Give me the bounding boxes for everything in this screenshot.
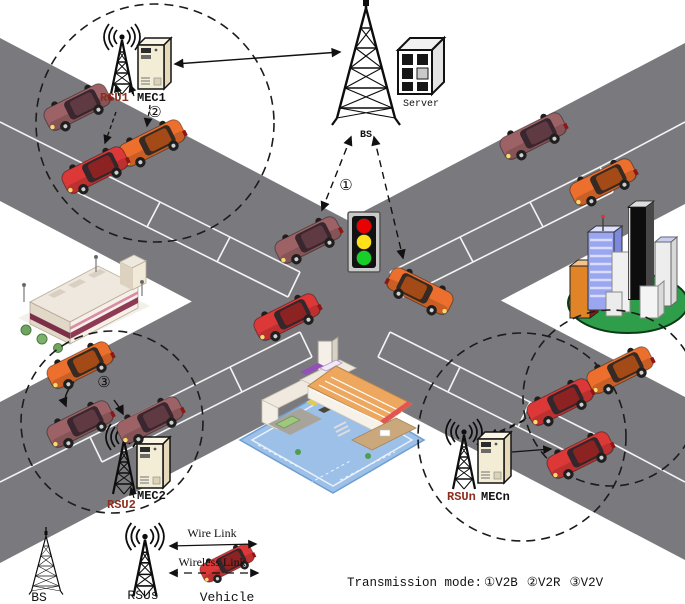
transmission-mode-label: Transmission mode: [347, 576, 482, 590]
wire-link-mec1-bs [173, 47, 342, 69]
traffic-light-yellow [356, 234, 372, 250]
house-blueprint [238, 336, 426, 494]
mec1-server-icon [137, 37, 172, 90]
transmission-mode-3: ③V2V [569, 576, 603, 590]
legend-wire-link-label: Wire Link [187, 526, 236, 540]
coverage-circle-rsu1 [35, 3, 275, 243]
wireless-link-rsu1-car-red [103, 111, 117, 145]
road-ne-sw [0, 43, 685, 563]
traffic-light [347, 211, 381, 273]
coverage-circle-rsu2 [20, 330, 204, 514]
label-arrow-mec2 [129, 486, 137, 499]
v2v-link-left-2 [113, 399, 124, 416]
mec2-label: MEC2 [137, 489, 166, 503]
mode1-badge: ① [339, 178, 352, 195]
mec1-label: MEC1 [137, 91, 166, 105]
traffic-light-red [356, 218, 372, 234]
mode3-badge: ③ [97, 375, 110, 392]
coverage-circle-rsun [417, 332, 627, 542]
legend-vehicle-label: Vehicle [200, 590, 255, 604]
city-buildings [567, 200, 685, 334]
server-icon [395, 35, 447, 97]
wireless-link-bs-vehicle-right [371, 135, 406, 260]
rsu1-label: RSU1 [100, 91, 129, 105]
traffic-light-green [356, 250, 372, 266]
legend-rsus-label: RSUs [127, 588, 158, 603]
road-intersection [0, 38, 685, 563]
mode2-badge: ② [148, 105, 161, 122]
legend-rsu-icon [124, 521, 166, 598]
rsun-antenna-icon [444, 417, 484, 491]
transmission-mode-note: Transmission mode:①V2B ②V2R ③V2V [347, 576, 604, 590]
rsun-label: RSUn [447, 490, 476, 504]
legend: BS RSUs Vehicle Wire Link Wireless Link [28, 521, 260, 604]
mecn-label: MECn [481, 490, 510, 504]
wire-link-mecn-car [511, 445, 553, 454]
transmission-mode-1: ①V2B [484, 576, 518, 590]
rsu2-label: RSU2 [107, 498, 136, 512]
wireless-link-bs-vehicle-left [320, 135, 353, 212]
bs-label: BS [360, 130, 372, 141]
legend-wire-link-arrow [168, 539, 258, 551]
mecn-server-icon [477, 431, 512, 484]
bs-tower-icon [330, 0, 402, 127]
server-label: Server [403, 99, 439, 110]
legend-bs-label: BS [31, 590, 47, 604]
legend-wireless-link-label: Wireless Link [178, 555, 245, 569]
rsu1-antenna-icon [102, 22, 142, 96]
mec2-server-icon [136, 436, 171, 489]
wireless-link-rsu1-car-orange [143, 104, 153, 128]
coverage-circle-right [522, 309, 685, 487]
mall-building [18, 254, 150, 353]
mall-lampposts [21, 254, 145, 302]
transmission-mode-2: ②V2R [527, 576, 561, 590]
links [58, 47, 556, 499]
